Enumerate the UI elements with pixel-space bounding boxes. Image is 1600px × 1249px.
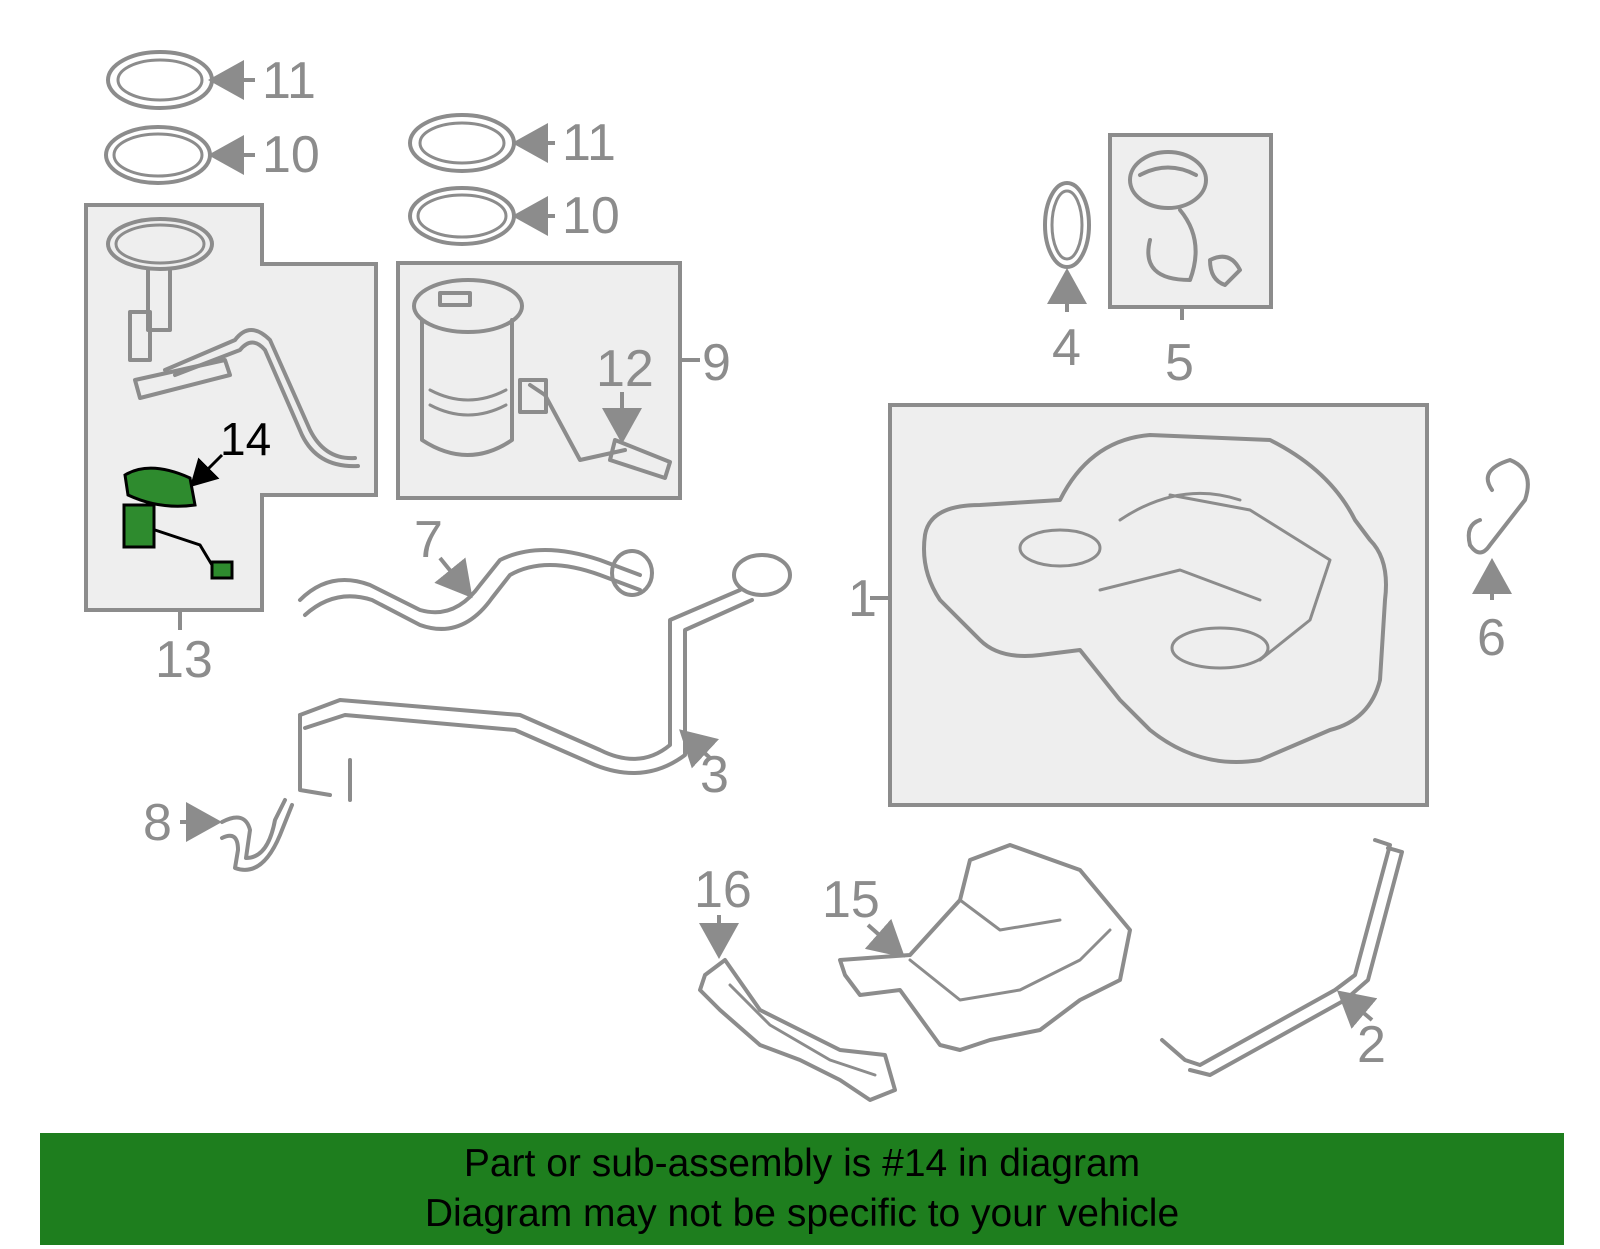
callout-16: 16 xyxy=(694,861,752,919)
callout-13: 13 xyxy=(155,631,213,689)
lock-ring-11-center xyxy=(408,113,516,173)
filler-hose-7 xyxy=(298,548,654,631)
callout-8: 8 xyxy=(143,794,172,852)
callout-11-center: 11 xyxy=(562,114,616,172)
fuel-sender-13 xyxy=(106,217,360,469)
callout-10-center: 10 xyxy=(562,187,620,245)
gasket-ring-10-left xyxy=(104,125,212,185)
fuel-pump-module-9 xyxy=(412,278,524,457)
breather-hose-8 xyxy=(220,798,294,872)
fuel-level-sensor-14 xyxy=(122,466,234,580)
fuel-cap-5 xyxy=(1128,150,1242,287)
callout-15: 15 xyxy=(822,871,880,929)
callout-7: 7 xyxy=(414,511,443,569)
callout-14: 14 xyxy=(220,413,271,465)
banner-line-disclaimer: Diagram may not be specific to your vehi… xyxy=(424,1192,1180,1235)
assembly-box-13 xyxy=(84,203,378,612)
callout-5: 5 xyxy=(1165,334,1194,392)
fuel-level-sender-12 xyxy=(518,378,672,480)
lock-ring-11-left xyxy=(106,50,214,110)
callout-2: 2 xyxy=(1357,1016,1386,1074)
assembly-box-1 xyxy=(888,403,1429,807)
callout-6: 6 xyxy=(1477,609,1506,667)
banner-line-part-number: Part or sub-assembly is #14 in diagram xyxy=(463,1142,1141,1185)
callout-10-left: 10 xyxy=(262,126,320,184)
tank-strap-2 xyxy=(1160,838,1404,1077)
filler-gasket-4 xyxy=(1043,181,1091,269)
callout-4: 4 xyxy=(1052,319,1081,377)
vent-hose-6 xyxy=(1466,458,1530,555)
callout-1: 1 xyxy=(848,570,877,628)
callout-3: 3 xyxy=(700,746,729,804)
callout-12: 12 xyxy=(596,340,654,398)
callout-11-left: 11 xyxy=(262,52,316,110)
info-banner: Part or sub-assembly is #14 in diagram D… xyxy=(40,1133,1564,1245)
heat-shield-16 xyxy=(698,958,897,1102)
tank-shield-15 xyxy=(838,843,1132,1052)
callout-9: 9 xyxy=(702,334,731,392)
gasket-ring-10-center xyxy=(408,186,516,246)
fuel-tank-1 xyxy=(922,433,1388,764)
